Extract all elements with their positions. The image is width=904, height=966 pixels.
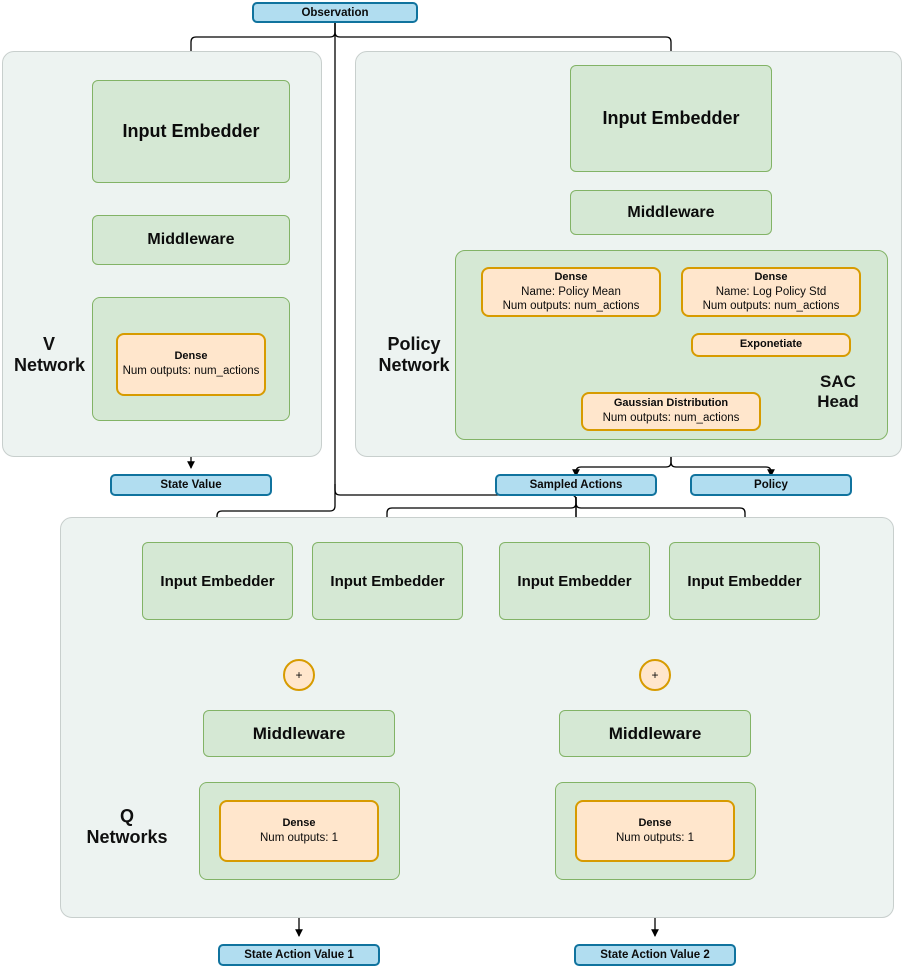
io-state-action-value-1-label: State Action Value 1: [244, 949, 354, 961]
q2-middleware-label: Middleware: [608, 723, 702, 743]
policy-dense-log-std-title: Dense: [754, 270, 788, 283]
q1-add-node[interactable]: +: [283, 659, 315, 691]
v-input-embedder-label: Input Embedder: [122, 121, 260, 141]
q1-middleware[interactable]: Middleware: [203, 710, 395, 757]
io-sampled-actions[interactable]: Sampled Actions: [495, 474, 657, 496]
policy-gaussian-title: Gaussian Distribution: [613, 397, 729, 410]
v-middleware[interactable]: Middleware: [92, 215, 290, 265]
group-q-networks-label: Q Networks: [86, 806, 168, 848]
q2-input-embedder-b-label: Input Embedder: [687, 572, 802, 590]
v-dense[interactable]: Dense Num outputs: num_actions: [116, 333, 266, 396]
io-policy-label: Policy: [754, 479, 788, 491]
q2-middleware[interactable]: Middleware: [559, 710, 751, 757]
q2-dense-title: Dense: [638, 816, 672, 829]
q2-dense-outputs: Num outputs: 1: [616, 831, 694, 844]
policy-dense-mean-title: Dense: [554, 270, 588, 283]
group-sac-head-label: SAC Head: [817, 372, 859, 412]
io-policy[interactable]: Policy: [690, 474, 852, 496]
policy-dense-log-std[interactable]: Dense Name: Log Policy Std Num outputs: …: [681, 267, 861, 317]
policy-dense-log-std-name: Name: Log Policy Std: [715, 285, 827, 298]
q1-input-embedder-b-label: Input Embedder: [330, 572, 445, 590]
q2-input-embedder-a[interactable]: Input Embedder: [499, 542, 650, 620]
policy-gaussian-outputs: Num outputs: num_actions: [602, 412, 740, 425]
policy-input-embedder-label: Input Embedder: [602, 108, 740, 128]
q2-dense[interactable]: Dense Num outputs: 1: [575, 800, 735, 862]
io-state-action-value-2[interactable]: State Action Value 2: [574, 944, 736, 966]
q1-input-embedder-a-label: Input Embedder: [160, 572, 275, 590]
q1-middleware-label: Middleware: [252, 723, 346, 743]
q1-dense-outputs: Num outputs: 1: [260, 831, 338, 844]
q1-dense[interactable]: Dense Num outputs: 1: [219, 800, 379, 862]
q1-dense-title: Dense: [282, 816, 316, 829]
v-input-embedder[interactable]: Input Embedder: [92, 80, 290, 183]
io-state-action-value-2-label: State Action Value 2: [600, 949, 710, 961]
q2-add-label: +: [651, 668, 659, 682]
policy-dense-mean[interactable]: Dense Name: Policy Mean Num outputs: num…: [481, 267, 661, 317]
policy-dense-mean-name: Name: Policy Mean: [521, 285, 621, 298]
q1-add-label: +: [295, 668, 303, 682]
io-state-value-label: State Value: [160, 479, 222, 491]
policy-exponetiate-label: Exponetiate: [739, 338, 803, 351]
q2-add-node[interactable]: +: [639, 659, 671, 691]
io-observation-label: Observation: [301, 6, 369, 19]
io-sampled-actions-label: Sampled Actions: [529, 479, 623, 491]
q1-input-embedder-a[interactable]: Input Embedder: [142, 542, 293, 620]
v-middleware-label: Middleware: [147, 231, 235, 248]
io-state-action-value-1[interactable]: State Action Value 1: [218, 944, 380, 966]
q2-input-embedder-b[interactable]: Input Embedder: [669, 542, 820, 620]
q2-input-embedder-a-label: Input Embedder: [517, 572, 632, 590]
policy-input-embedder[interactable]: Input Embedder: [570, 65, 772, 172]
policy-dense-mean-outputs: Num outputs: num_actions: [502, 299, 640, 312]
policy-gaussian-distribution[interactable]: Gaussian Distribution Num outputs: num_a…: [581, 392, 761, 431]
group-v-network-label: V Network: [14, 334, 86, 376]
v-dense-title: Dense: [174, 350, 208, 363]
policy-dense-log-std-outputs: Num outputs: num_actions: [702, 299, 840, 312]
policy-middleware[interactable]: Middleware: [570, 190, 772, 235]
policy-exponetiate[interactable]: Exponetiate: [691, 333, 851, 357]
v-dense-outputs: Num outputs: num_actions: [122, 365, 260, 378]
group-policy-network-label: Policy Network: [378, 334, 450, 376]
io-observation[interactable]: Observation: [252, 2, 418, 23]
io-state-value[interactable]: State Value: [110, 474, 272, 496]
policy-middleware-label: Middleware: [627, 203, 715, 221]
q1-input-embedder-b[interactable]: Input Embedder: [312, 542, 463, 620]
